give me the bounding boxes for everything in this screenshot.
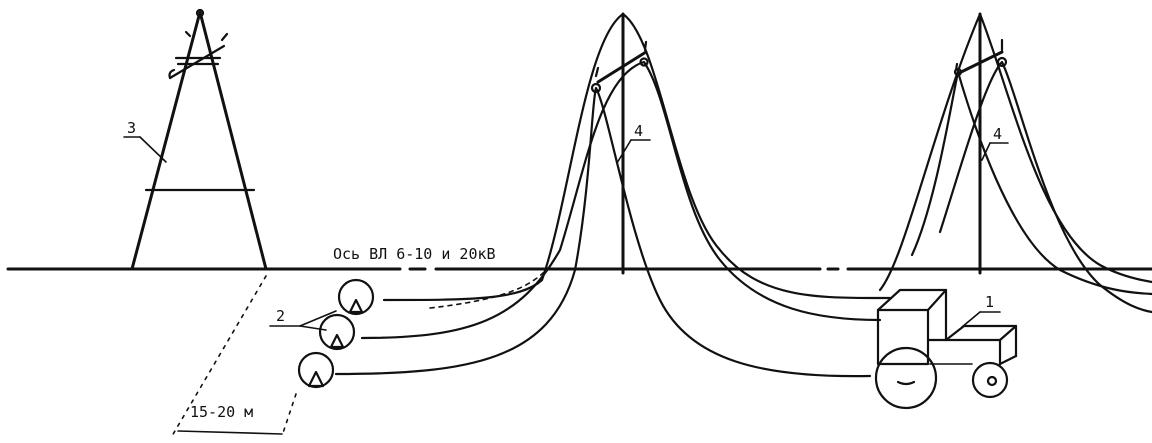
pole-right-callout-leader: [981, 142, 991, 161]
drums-callout: 2: [276, 307, 285, 325]
tractor-callout-leader: [961, 311, 981, 328]
pole-right-callout: 4: [993, 125, 1002, 143]
tower-callout-leader: [139, 136, 167, 163]
axis-label: Ось ВЛ 6-10 и 20кВ: [333, 245, 496, 263]
distance-dimension: [171, 275, 297, 437]
distance-label: 15-20 м: [190, 403, 253, 421]
drums-callout-leader-b: [299, 325, 327, 331]
tractor: [874, 288, 1018, 410]
tower-callout: 3: [127, 119, 136, 137]
lattice-tower: [130, 8, 268, 271]
drums-callout-leader-a: [299, 310, 337, 327]
pole-middle: [590, 12, 649, 275]
tractor-callout: 1: [985, 293, 994, 311]
pole-left-callout: 4: [634, 122, 643, 140]
pole-left-callout-leader: [616, 139, 632, 164]
wires-right-pole: [878, 12, 1152, 314]
wires-middle-pole: [334, 12, 892, 378]
wire-drums: [297, 278, 375, 389]
